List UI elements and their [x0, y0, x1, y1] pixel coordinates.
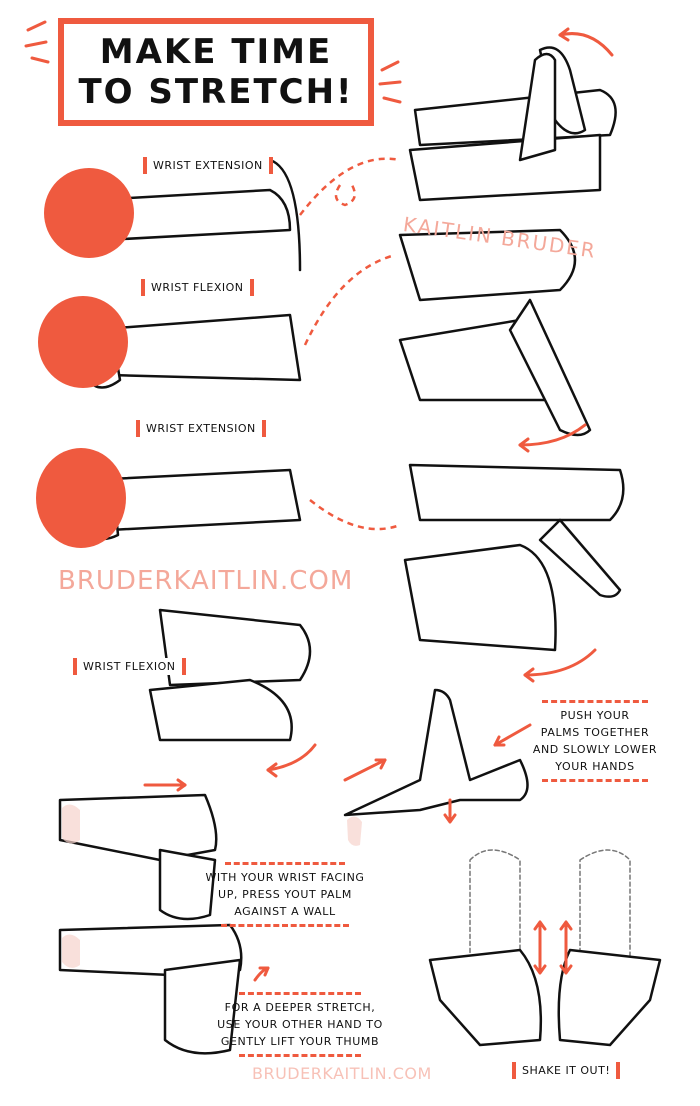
note-line: WITH YOUR WRIST FACING: [205, 871, 365, 884]
note-line: AGAINST A WALL: [234, 905, 336, 918]
note-line: USE YOUR OTHER HAND TO: [217, 1018, 383, 1031]
title-line-2: TO STRETCH!: [78, 72, 354, 112]
label-wrist-extension: WRIST EXTENSION: [143, 157, 273, 174]
accent-circle: [38, 296, 128, 388]
title-box: MAKE TIME TO STRETCH!: [58, 18, 374, 126]
label-wrist-flexion: WRIST FLEXION: [73, 658, 186, 675]
note-wrist-facing: WITH YOUR WRIST FACING UP, PRESS YOUT PA…: [205, 862, 365, 927]
note-push-palms: PUSH YOUR PALMS TOGETHER AND SLOWLY LOWE…: [530, 700, 660, 782]
dash-divider: [542, 700, 648, 703]
watermark-middle: BRUDERKAITLIN.COM: [58, 566, 354, 596]
dash-divider: [225, 862, 345, 865]
accent-circle: [36, 448, 126, 548]
label-wrist-extension: WRIST EXTENSION: [136, 420, 266, 437]
dash-divider: [542, 779, 648, 782]
note-line: PALMS TOGETHER: [540, 726, 650, 739]
note-line: AND SLOWLY LOWER: [532, 743, 658, 756]
note-line: FOR A DEEPER STRETCH,: [224, 1001, 376, 1014]
note-line: GENTLY LIFT YOUR THUMB: [220, 1035, 380, 1048]
dash-divider: [239, 992, 361, 995]
label-wrist-flexion: WRIST FLEXION: [141, 279, 254, 296]
watermark-bottom: BRUDERKAITLIN.COM: [252, 1064, 432, 1083]
note-line: UP, PRESS YOUT PALM: [218, 888, 352, 901]
title-line-1: MAKE TIME: [99, 32, 333, 72]
dash-divider: [221, 924, 349, 927]
note-line: YOUR HANDS: [555, 760, 635, 773]
note-line: PUSH YOUR: [560, 709, 630, 722]
label-shake-it-out: SHAKE IT OUT!: [512, 1062, 621, 1079]
note-deeper-stretch: FOR A DEEPER STRETCH, USE YOUR OTHER HAN…: [215, 992, 385, 1057]
accent-circle: [44, 168, 134, 258]
dash-divider: [239, 1054, 361, 1057]
